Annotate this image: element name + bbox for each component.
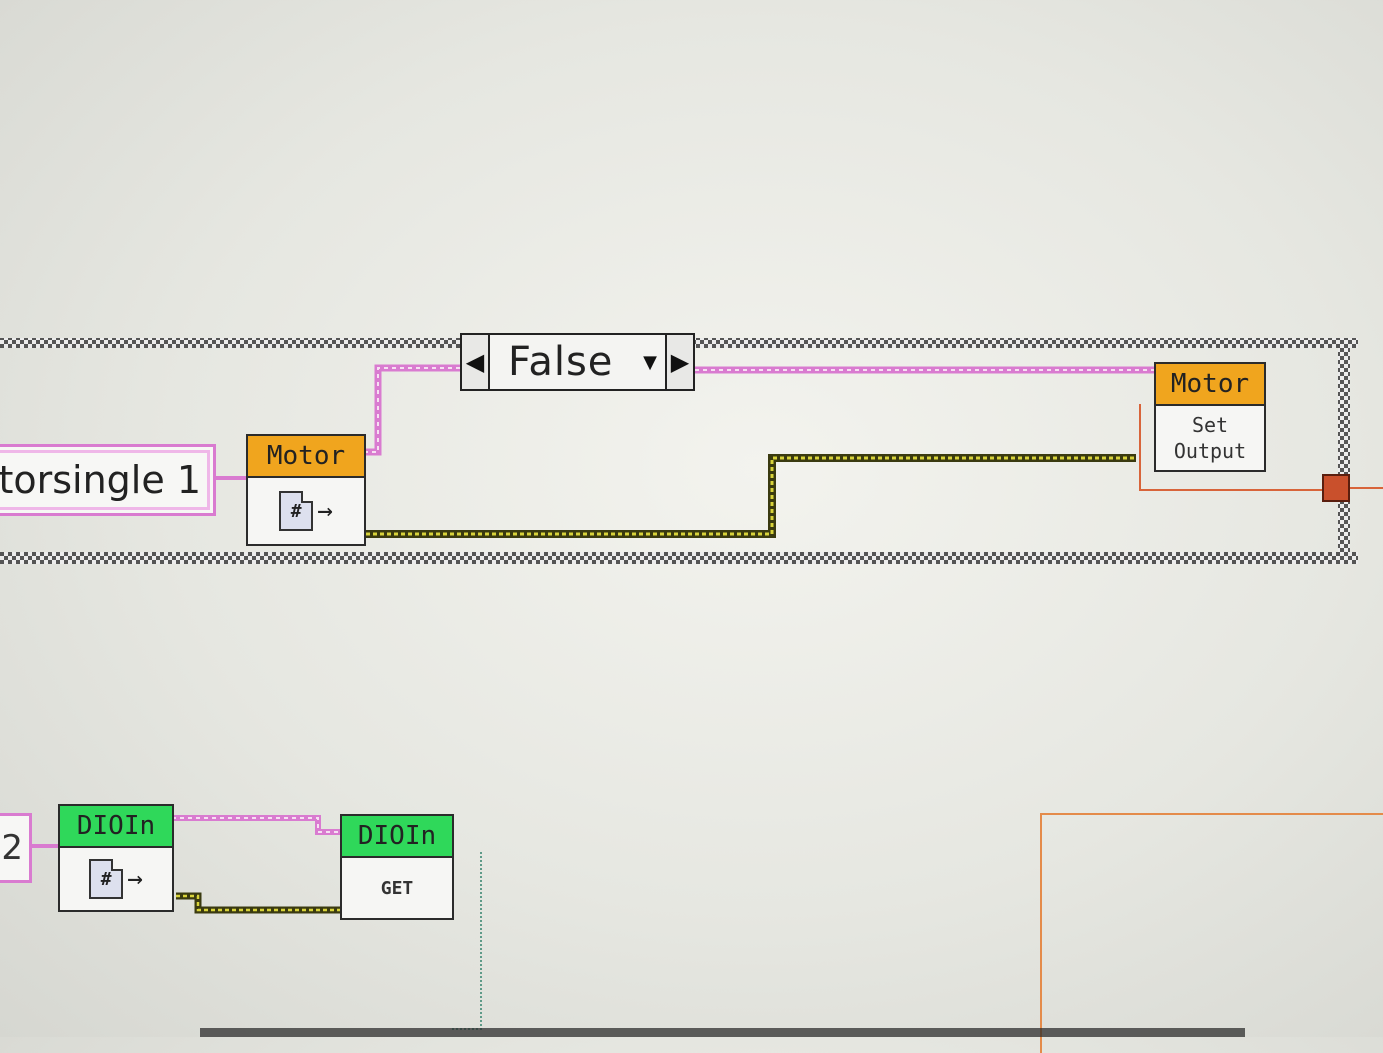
arrow-right-icon: → — [127, 864, 143, 894]
arrow-right-icon: → — [317, 496, 333, 526]
case-decrement-arrow-icon[interactable]: ◀ — [462, 335, 490, 389]
set-output-line2: Output — [1173, 439, 1247, 463]
case-border-bottom[interactable] — [0, 552, 1358, 564]
motor-name-constant[interactable]: torsingle 1 — [0, 444, 216, 516]
refnum-wire-dio[interactable] — [172, 815, 342, 835]
refnum-document-icon: # — [279, 491, 314, 531]
dio-open-vi[interactable]: DIOIn # → — [58, 804, 174, 912]
case-selector[interactable]: ◀ False ▼ ▶ — [460, 333, 695, 391]
error-wire-1[interactable] — [366, 454, 1136, 538]
motor-open-banner: Motor — [248, 436, 364, 478]
case-increment-arrow-icon[interactable]: ▶ — [665, 335, 693, 389]
motor-set-output-vi[interactable]: Motor Set Output — [1154, 362, 1266, 472]
output-wire[interactable] — [1139, 404, 1322, 491]
dio-channel-constant[interactable]: 2 — [0, 813, 32, 883]
motor-open-vi[interactable]: Motor # → — [246, 434, 366, 546]
error-wire-dio[interactable] — [176, 892, 344, 914]
case-selector-label: False — [508, 339, 614, 385]
dio-get-banner: DIOIn — [342, 816, 452, 858]
structure-outline-orange[interactable] — [1040, 813, 1383, 1053]
motor-set-output-banner: Motor — [1156, 364, 1264, 406]
motor-name-text: torsingle 1 — [0, 458, 201, 502]
case-border-right[interactable] — [1338, 338, 1350, 564]
dio-open-banner: DIOIn — [60, 806, 172, 848]
case-dropdown-icon[interactable]: ▼ — [643, 351, 657, 373]
output-tunnel-terminal[interactable] — [1322, 474, 1350, 502]
set-output-line1: Set — [1191, 413, 1229, 437]
dotted-region-outline — [452, 852, 482, 1030]
bottom-edge-strip — [200, 1028, 1245, 1037]
dio-channel-text: 2 — [1, 828, 23, 868]
dio-get-vi[interactable]: DIOIn GET — [340, 814, 454, 920]
dio-get-label: GET — [380, 877, 414, 899]
refnum-document-icon: # — [89, 859, 124, 899]
